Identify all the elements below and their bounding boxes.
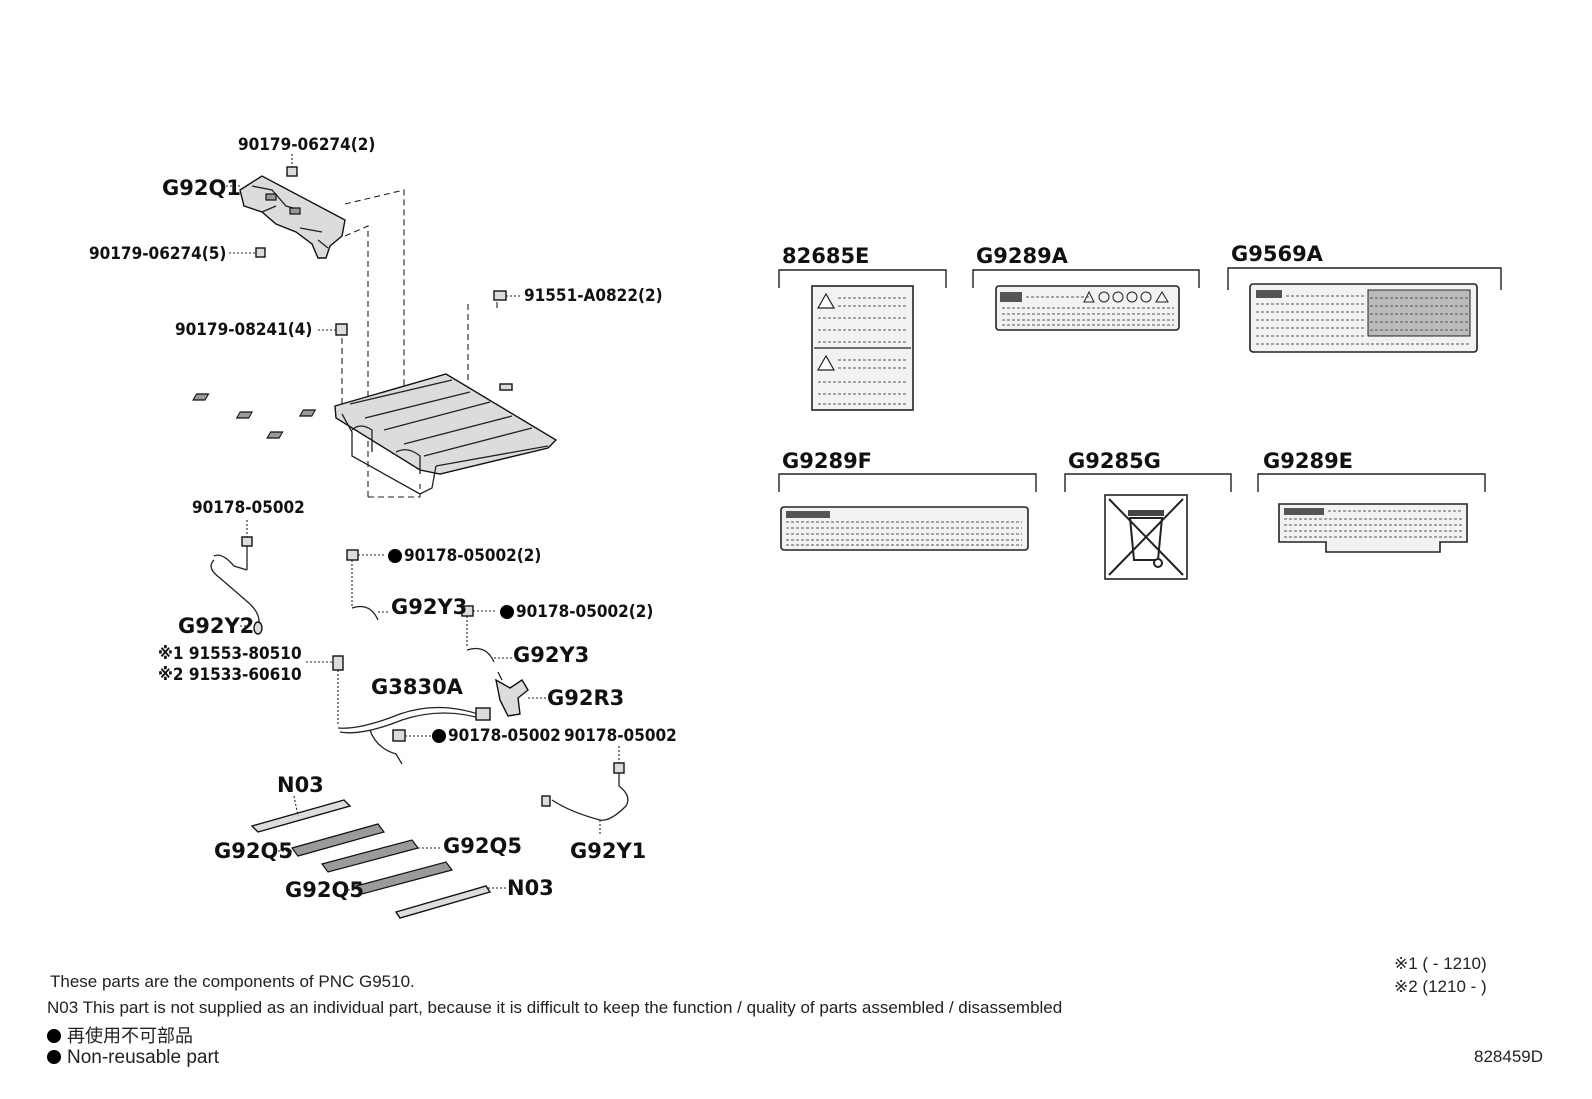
- bolt-91551-a0822: [493, 290, 522, 301]
- bracket-g92q1-drawing: [239, 175, 346, 259]
- clip-g92y3-a: [346, 549, 386, 621]
- part-label[interactable]: N03: [277, 773, 324, 797]
- label-code[interactable]: G9285G: [1068, 449, 1161, 473]
- nut-90179-06274-side: [229, 247, 266, 258]
- part-label[interactable]: G92Q5: [214, 839, 293, 863]
- label-g9285g: [1064, 473, 1232, 580]
- bracket-g92r3-drawing: [495, 671, 529, 717]
- note-nonreusable-en: Non-reusable part: [47, 1047, 219, 1069]
- diagram-id: 828459D: [1474, 1047, 1544, 1066]
- tray-drawing: [192, 373, 558, 495]
- label-code[interactable]: G9289A: [976, 244, 1069, 268]
- note-n03: N03 This part is not supplied as an indi…: [47, 998, 1063, 1017]
- part-label[interactable]: G92Y1: [570, 839, 646, 863]
- footnote-1: ※1 ( - 1210): [1394, 954, 1487, 973]
- note-nonreusable-jp: 再使用不可部品: [47, 1022, 193, 1048]
- part-label[interactable]: ※2 91533-60610: [158, 665, 302, 685]
- nonreusable-dot: [432, 729, 446, 743]
- label-g9289f: [778, 473, 1037, 551]
- part-label[interactable]: G92Y2: [178, 614, 254, 638]
- label-code[interactable]: G9569A: [1231, 242, 1324, 266]
- bullet-dot-icon: [47, 1050, 61, 1064]
- part-label[interactable]: 90178-05002: [564, 726, 677, 746]
- part-label[interactable]: G92Q1: [162, 176, 241, 200]
- part-label[interactable]: G92R3: [547, 686, 624, 710]
- harness-g92y2-drawing: [210, 520, 263, 635]
- note-text: 再使用不可部品: [67, 1026, 193, 1046]
- nonreusable-dot: [388, 549, 402, 563]
- label-g9289a: [972, 269, 1200, 331]
- part-label[interactable]: 90179-06274(2): [238, 135, 375, 155]
- part-label[interactable]: 90179-08241(4): [175, 320, 312, 340]
- note-text: Non-reusable part: [67, 1047, 220, 1068]
- bolt-91553: [306, 655, 344, 726]
- nut-90179-06274-top: [286, 154, 298, 177]
- clip-g92y3-b: [461, 605, 496, 663]
- label-g9569a: [1227, 267, 1502, 353]
- part-label[interactable]: G92Q5: [443, 834, 522, 858]
- label-g9289e: [1257, 473, 1486, 553]
- bullet-dot-icon: [47, 1029, 61, 1043]
- label-code[interactable]: G9289F: [782, 449, 872, 473]
- part-label[interactable]: N03: [507, 876, 554, 900]
- part-label[interactable]: 90178-05002(2): [404, 546, 541, 566]
- nut-90179-08241: [318, 323, 348, 336]
- footnote-2: ※2 (1210 - ): [1394, 977, 1487, 996]
- part-label[interactable]: G92Q5: [285, 878, 364, 902]
- note-components: These parts are the components of PNC G9…: [50, 972, 415, 991]
- label-82685e: [778, 269, 947, 411]
- nonreusable-dot: [500, 605, 514, 619]
- strips-drawing: [250, 795, 507, 919]
- part-label[interactable]: G92Y3: [513, 643, 589, 667]
- part-label[interactable]: 90178-05002: [448, 726, 561, 746]
- harness-g92y1-drawing: [541, 746, 629, 836]
- label-code[interactable]: 82685E: [782, 244, 869, 268]
- label-code[interactable]: G9289E: [1263, 449, 1353, 473]
- part-label[interactable]: G3830A: [371, 675, 464, 699]
- harness-g3830a-drawing: [337, 706, 491, 765]
- part-label[interactable]: 90178-05002: [192, 498, 305, 518]
- part-label[interactable]: 90178-05002(2): [516, 602, 653, 622]
- part-label[interactable]: G92Y3: [391, 595, 467, 619]
- part-label[interactable]: 91551-A0822(2): [524, 286, 663, 306]
- part-label[interactable]: 90179-06274(5): [89, 244, 226, 264]
- part-label[interactable]: ※1 91553-80510: [158, 644, 302, 664]
